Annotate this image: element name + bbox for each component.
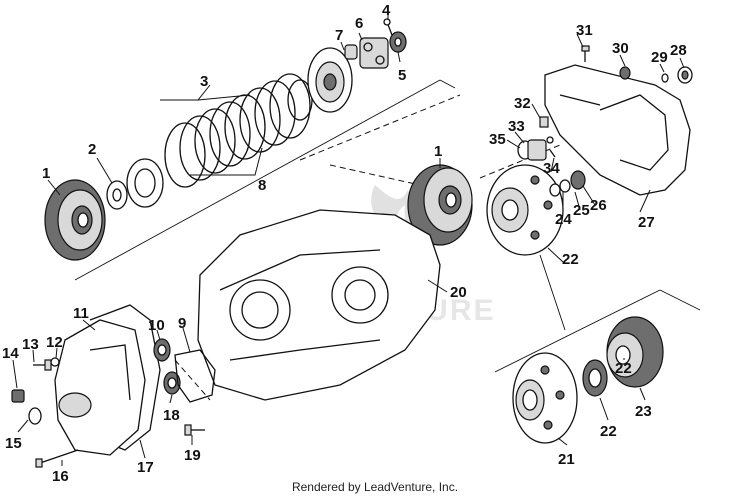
- callout-29: 29: [651, 49, 668, 66]
- part-4-screw: [383, 18, 393, 36]
- part-6-7-springs-retainer: [344, 37, 389, 69]
- footer-credit: Rendered by LeadVenture, Inc.: [291, 480, 459, 494]
- callout-20: 20: [450, 284, 467, 301]
- part-21-clutch-drum: [512, 352, 578, 444]
- callout-13: 13: [22, 336, 39, 353]
- part-19-bolt: [184, 424, 205, 436]
- callout-15: 15: [5, 435, 22, 452]
- callout-14: 14: [2, 345, 19, 362]
- callout-12: 12: [46, 334, 63, 351]
- part-5-pressure-plate: [307, 47, 353, 113]
- part-9-gasket: [174, 349, 216, 403]
- part-22-clutch-drum: [486, 164, 564, 256]
- callout-35: 35: [489, 131, 506, 148]
- callout-30: 30: [612, 40, 629, 57]
- callout-2: 2: [88, 141, 96, 158]
- callout-21: 21: [558, 451, 575, 468]
- part-14-plug: [11, 389, 25, 403]
- callout-19: 19: [184, 447, 201, 464]
- callout-16: 16: [52, 468, 69, 485]
- leader-lines: [12, 14, 685, 466]
- part-3-clutch-plates: [126, 73, 313, 208]
- callout-23: 23: [635, 403, 652, 420]
- part-5-bearing: [389, 31, 407, 53]
- callout-1-left: 1: [42, 165, 50, 182]
- callout-22-upper: 22: [562, 251, 579, 268]
- callout-11: 11: [73, 305, 89, 322]
- callout-5: 5: [398, 67, 406, 84]
- callout-22-lower: 22: [600, 423, 617, 440]
- part-23-clutch-assembly: [606, 316, 664, 388]
- callout-34: 34: [543, 160, 560, 177]
- callout-10: 10: [148, 317, 165, 334]
- part-16-bolt: [35, 449, 79, 468]
- callout-7: 7: [335, 27, 343, 44]
- callout-1-center: 1: [434, 143, 442, 160]
- callout-27: 27: [638, 214, 655, 231]
- callout-8: 8: [258, 177, 266, 194]
- callout-32: 32: [514, 95, 531, 112]
- part-18-bearing: [163, 371, 181, 395]
- part-2-washer: [106, 180, 128, 210]
- part-10-bearing: [153, 338, 171, 362]
- callout-17: 17: [137, 459, 154, 476]
- part-31-bolt: [581, 45, 590, 62]
- part-12-13-bolts: [33, 357, 60, 371]
- part-24-25-26-seals: [549, 170, 586, 197]
- part-32-bolt: [539, 116, 549, 128]
- part-20-crankcase: [197, 209, 441, 401]
- callout-4: 4: [382, 2, 391, 19]
- callout-6: 6: [355, 15, 363, 32]
- part-1-drive-gear: [407, 164, 473, 246]
- callout-28: 28: [670, 42, 687, 59]
- callout-18: 18: [163, 407, 180, 424]
- part-28-29-30-seals: [619, 66, 693, 84]
- part-33-34-35-shaft-assembly: [517, 136, 556, 161]
- callout-22-assembly: 22: [615, 360, 632, 377]
- callout-3: 3: [200, 73, 208, 90]
- part-1-clutch-gear: [44, 179, 106, 261]
- callout-33: 33: [508, 118, 525, 135]
- part-11-side-cover: [54, 319, 146, 456]
- part-15-o-ring: [28, 407, 42, 425]
- part-22-bearing-lower: [582, 359, 608, 397]
- callout-26: 26: [590, 197, 607, 214]
- callout-9: 9: [178, 315, 186, 332]
- callout-31: 31: [576, 22, 593, 39]
- group-boundary-lines: [74, 79, 701, 401]
- part-27-clutch-cover: [544, 64, 691, 196]
- callout-25: 25: [573, 202, 590, 219]
- callout-labels: 1 2 3 4 5 6 7 8 9 10 11 12 13 14 15 16 1…: [2, 2, 687, 485]
- callout-24: 24: [555, 211, 572, 228]
- part-17-gasket: [89, 304, 161, 451]
